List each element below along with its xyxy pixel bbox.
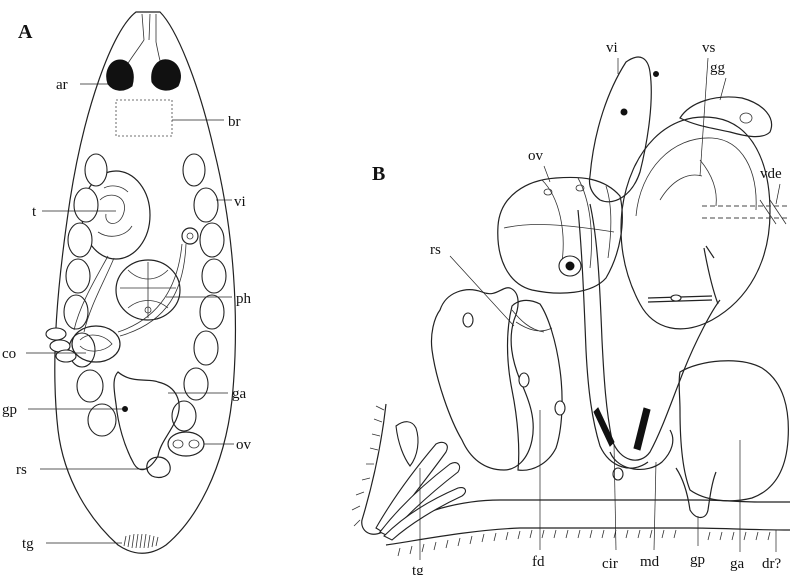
panel-a: A	[2, 11, 252, 554]
vitellaria-right	[171, 153, 227, 432]
pharynx	[115, 259, 181, 321]
label-co: co	[2, 346, 16, 362]
label-ar: ar	[56, 77, 68, 93]
panel-b: B	[351, 40, 791, 575]
vas-deferens	[702, 205, 790, 219]
tail-gland-cells	[375, 421, 467, 541]
label-ov: ov	[236, 437, 252, 453]
genital-atrium-b	[678, 360, 789, 502]
label-t: t	[32, 204, 37, 220]
ovary-b	[497, 176, 623, 294]
gonopore-b	[675, 467, 717, 519]
ovary	[167, 431, 205, 457]
label-ov-b: ov	[528, 148, 544, 164]
gonopore	[122, 406, 128, 412]
receptaculum-seminis	[146, 456, 171, 479]
label-tg: tg	[22, 536, 34, 552]
label-ph: ph	[236, 291, 252, 307]
label-vi-b: vi	[606, 40, 618, 56]
stylet	[703, 245, 719, 305]
small-vesicle	[181, 227, 199, 245]
sperm-ducts	[73, 243, 187, 337]
label-dr: dr?	[762, 556, 781, 572]
male-duct	[609, 429, 674, 470]
ventral-epidermis	[385, 499, 790, 531]
label-rs-b: rs	[430, 242, 441, 258]
label-gg: gg	[710, 60, 726, 76]
cirrus-spines	[593, 407, 651, 451]
label-gp: gp	[2, 402, 17, 418]
anterior-ducts	[123, 13, 163, 71]
brain	[115, 99, 173, 137]
label-fd: fd	[532, 554, 545, 570]
label-vi: vi	[234, 194, 246, 210]
seminal-vesicle	[620, 116, 771, 330]
vitellarium	[588, 56, 652, 203]
panel-b-letter: B	[372, 163, 385, 185]
ventral-cilia	[397, 529, 771, 557]
label-vs: vs	[702, 40, 716, 56]
label-md: md	[640, 554, 660, 570]
label-tg-b: tg	[412, 563, 424, 575]
body-outline	[54, 11, 236, 554]
label-rs: rs	[16, 462, 27, 478]
label-gp-b: gp	[690, 552, 705, 568]
label-ga: ga	[232, 386, 247, 402]
vitellaria-left	[63, 153, 117, 437]
receptaculum-seminis-b	[430, 287, 534, 471]
panel-a-letter: A	[18, 21, 33, 43]
label-br: br	[228, 114, 241, 130]
tail-glands	[123, 533, 159, 549]
adhesive-rods	[106, 59, 181, 91]
label-vde: vde	[760, 166, 782, 182]
label-cir: cir	[602, 556, 618, 572]
copulatory-organ	[45, 325, 121, 363]
genital-atrium	[113, 371, 180, 471]
granular-gland	[679, 96, 773, 138]
female-duct	[506, 299, 563, 471]
lateral-bristles	[351, 405, 385, 527]
label-ga-b: ga	[730, 556, 745, 572]
